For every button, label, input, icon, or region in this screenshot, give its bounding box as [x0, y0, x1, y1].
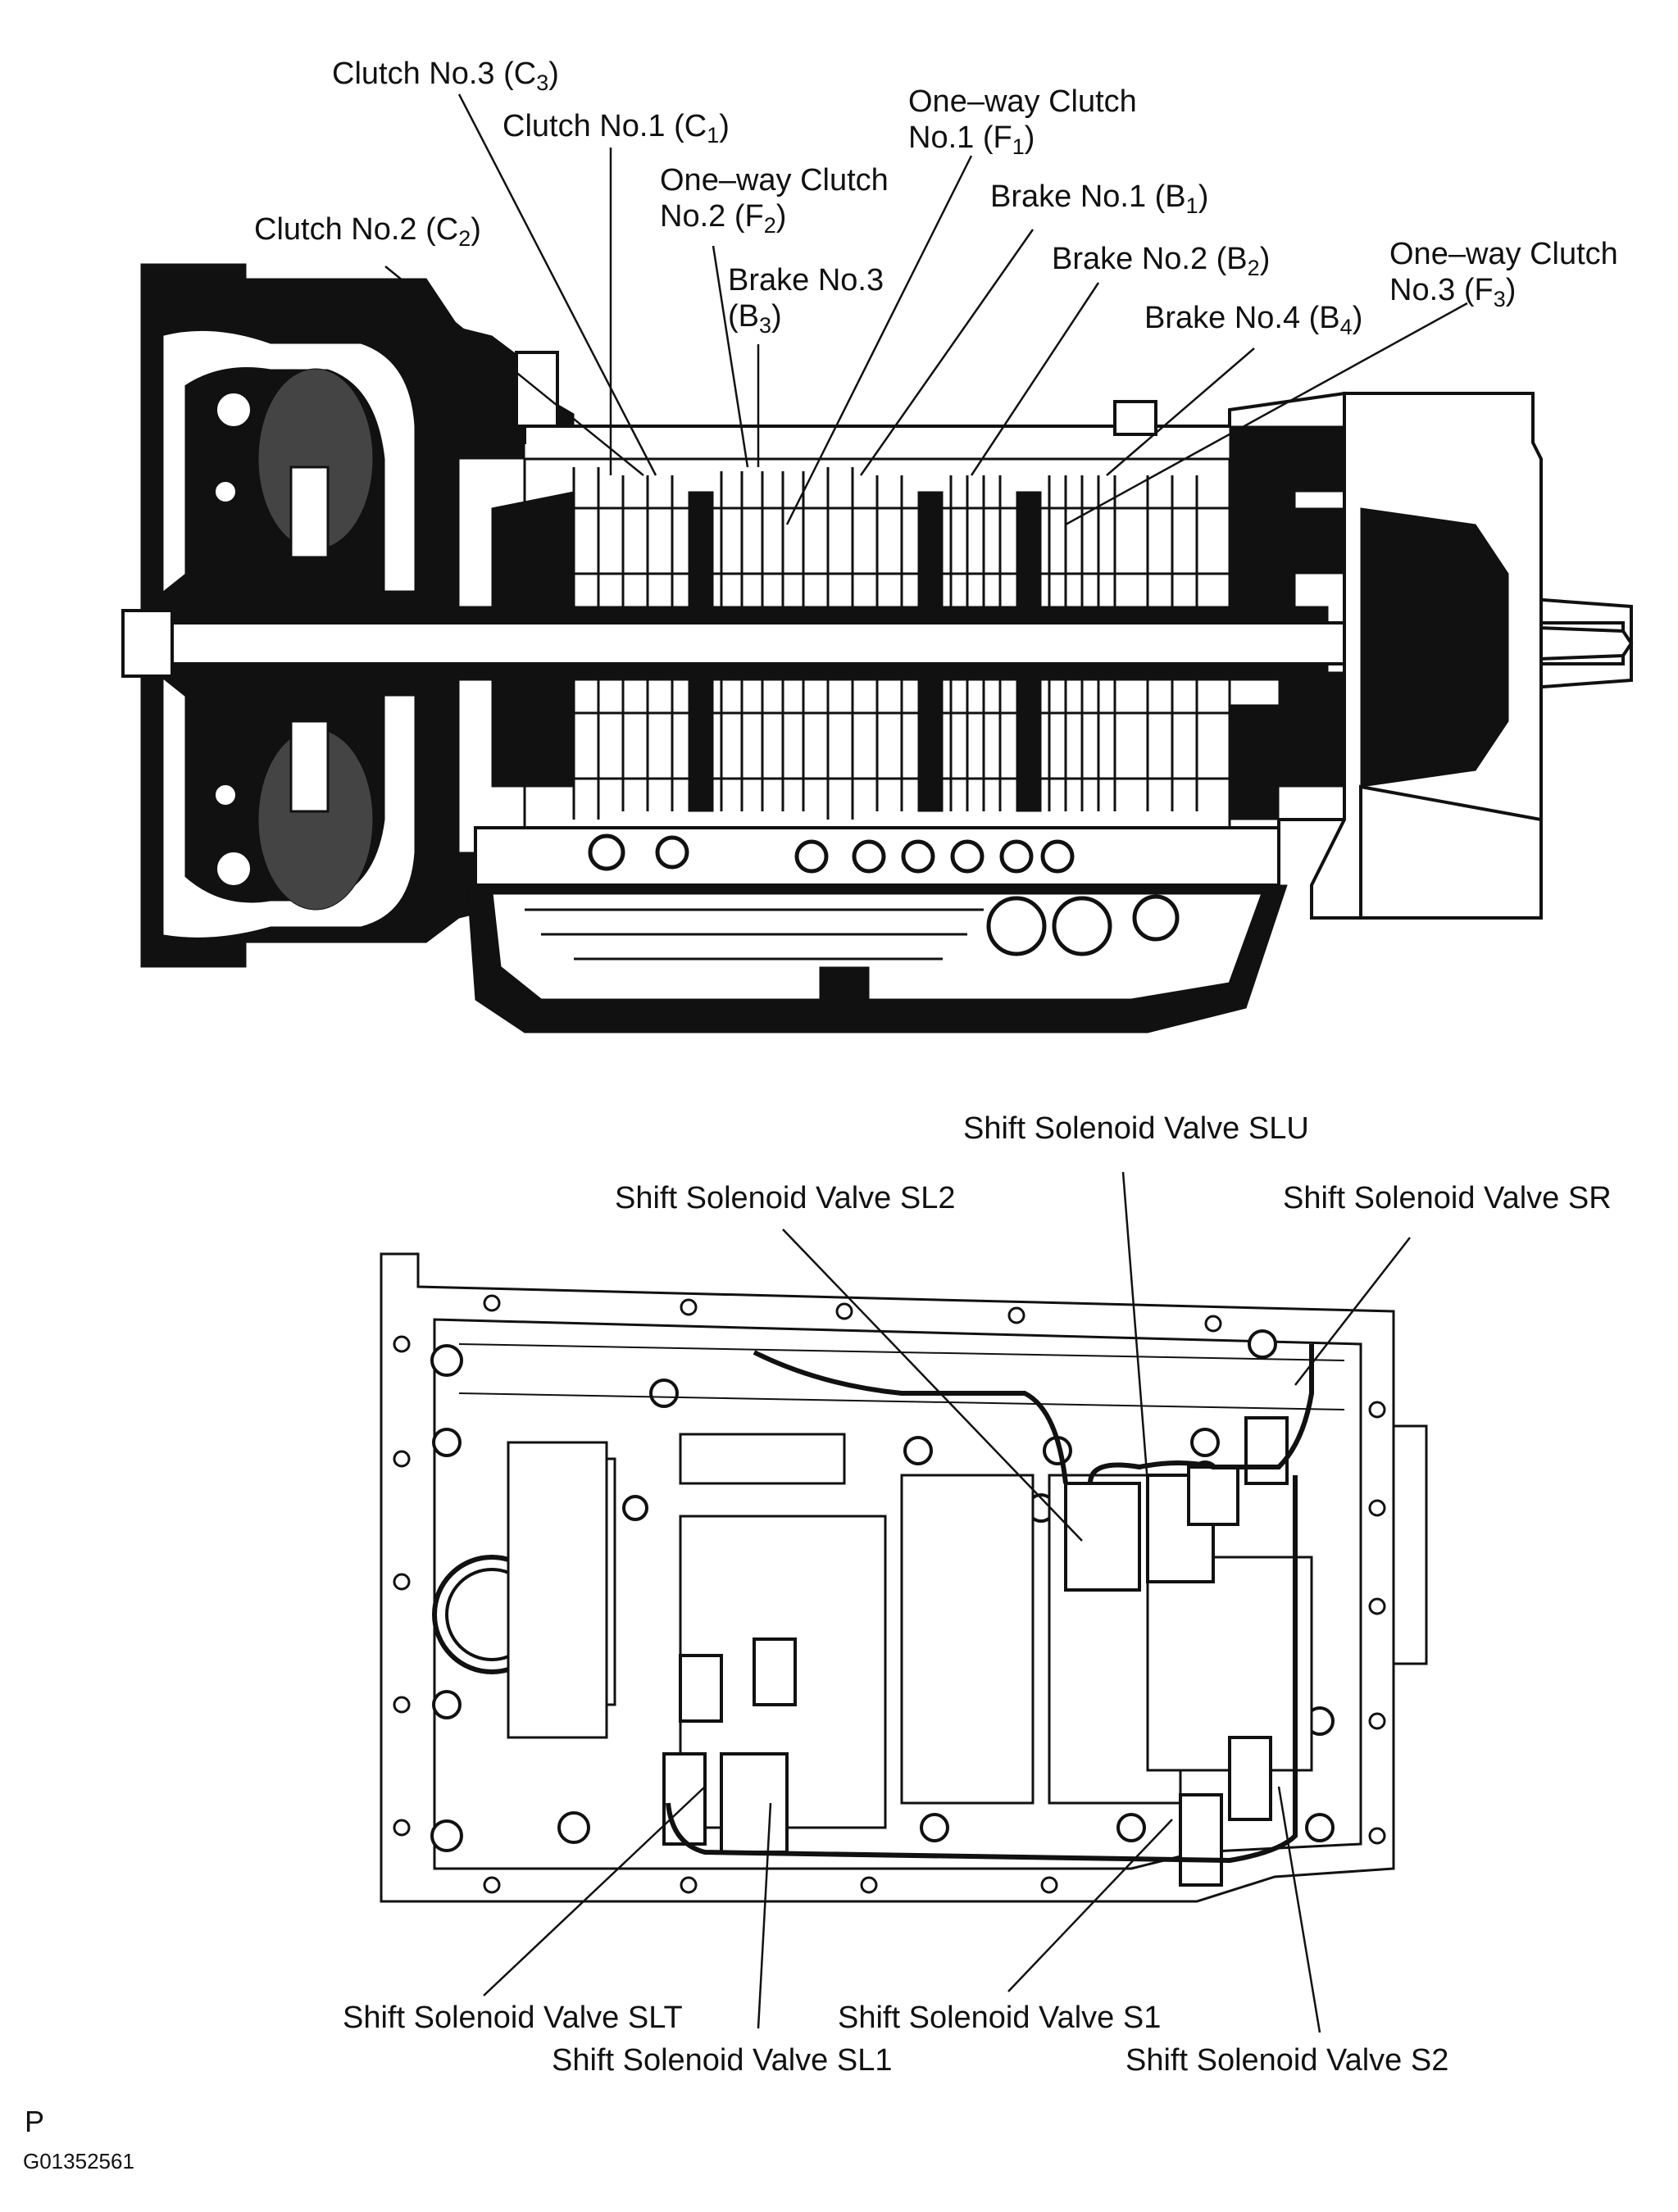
label-solenoid-s1: Shift Solenoid Valve S1 [838, 2001, 1162, 2035]
label-brake-no2: Brake No.2 (B2) [1052, 242, 1271, 280]
bottom-leader-lines [483, 1171, 1411, 2033]
clutch-packs [523, 457, 1231, 829]
label-solenoid-sl2: Shift Solenoid Valve SL2 [615, 1181, 956, 1215]
label-clutch-no3: Clutch No.3 (C3) [332, 57, 559, 95]
torque-converter [163, 330, 415, 592]
label-solenoid-sr: Shift Solenoid Valve SR [1283, 1181, 1612, 1215]
label-brake-no4: Brake No.4 (B4) [1144, 301, 1363, 339]
footer-mark: P [25, 2105, 45, 2138]
figure-code: G01352561 [23, 2149, 134, 2173]
label-clutch-no1: Clutch No.1 (C1) [502, 109, 730, 148]
label-brake-no3: Brake No.3(B3) [728, 263, 884, 338]
label-solenoid-sl1: Shift Solenoid Valve SL1 [552, 2043, 893, 2078]
label-brake-no1: Brake No.1 (B1) [990, 179, 1209, 218]
label-solenoid-s2: Shift Solenoid Valve S2 [1125, 2043, 1449, 2078]
label-clutch-no2: Clutch No.2 (C2) [254, 212, 481, 251]
label-solenoid-slt: Shift Solenoid Valve SLT [343, 2001, 683, 2035]
label-solenoid-slu: Shift Solenoid Valve SLU [963, 1111, 1309, 1146]
valve-body-plan-view [380, 1252, 1428, 1903]
top-leader-lines [384, 93, 1468, 526]
solenoids [662, 1416, 1289, 1887]
transmission-cross-section [121, 263, 1634, 1033]
